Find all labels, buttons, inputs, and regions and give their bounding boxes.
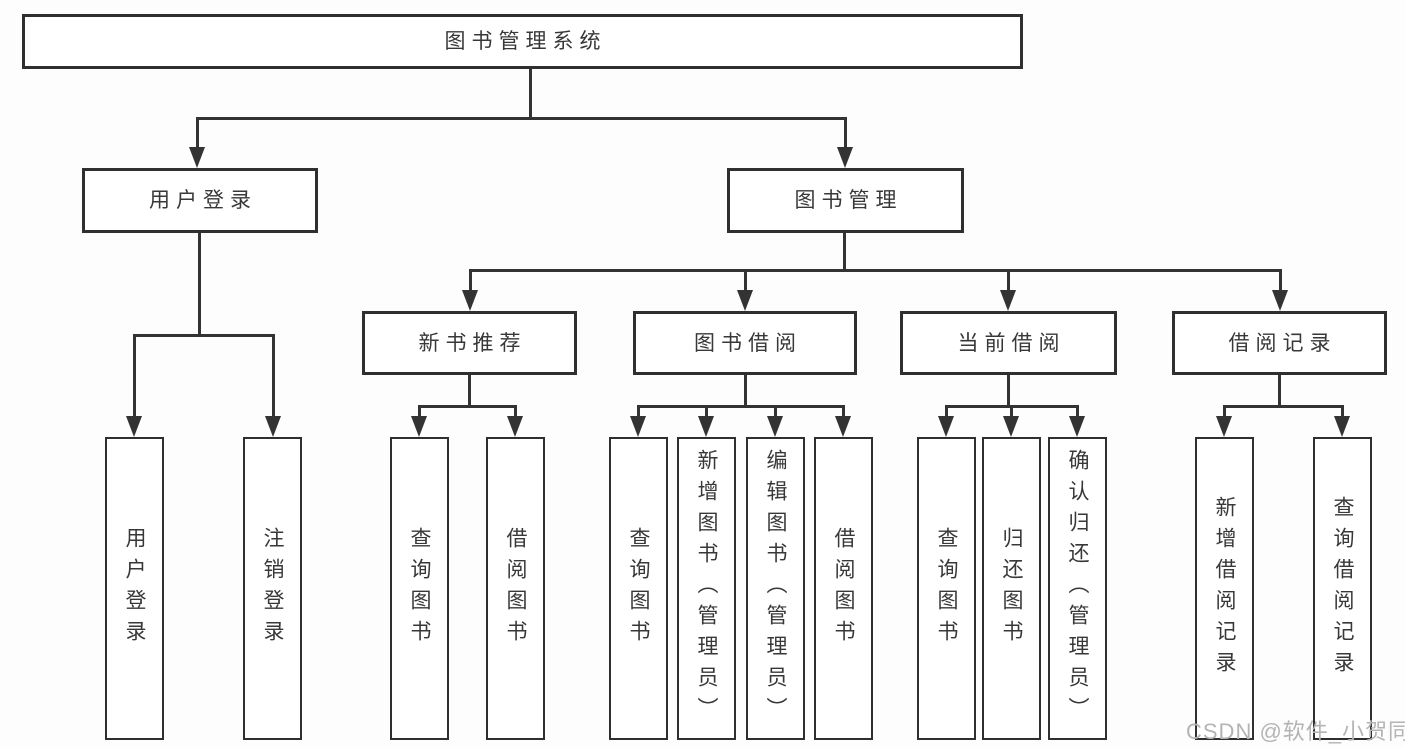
connector-book-management-stem xyxy=(843,233,846,272)
leaf-label: 借阅图书 xyxy=(504,526,527,651)
node-label: 图书管理 xyxy=(794,189,903,212)
leaf-borrow-books-recommend: 借阅图书 xyxy=(486,437,545,740)
leaf-label: 借阅图书 xyxy=(832,526,855,651)
connector-drop-user-login xyxy=(196,117,199,150)
node-label: 新书推荐 xyxy=(418,331,527,355)
connector-drop xyxy=(705,405,708,419)
arrowhead-down-icon xyxy=(462,290,478,311)
node-new-book-recommendation: 新书推荐 xyxy=(362,311,577,375)
leaf-borrow-books: 借阅图书 xyxy=(814,437,873,740)
node-user-login: 用户登录 xyxy=(82,168,318,233)
node-label: 图书管理系统 xyxy=(444,30,607,53)
leaf-label: 归还图书 xyxy=(1000,526,1023,651)
connector-drop xyxy=(945,405,948,419)
connector-drop xyxy=(637,405,640,419)
node-library-management-system: 图书管理系统 xyxy=(22,14,1023,69)
arrowhead-down-icon xyxy=(835,416,851,437)
connector-drop-book-management xyxy=(844,117,847,150)
connector-borrow-records-stem xyxy=(1278,375,1281,408)
connector-user-login-branch xyxy=(133,334,275,337)
connector-drop xyxy=(1341,405,1344,419)
connector-new-book-branch xyxy=(418,405,517,408)
connector-new-book-stem xyxy=(468,375,471,408)
connector-root-stem xyxy=(529,69,532,119)
arrowhead-down-icon xyxy=(698,416,714,437)
leaf-label: 注销登录 xyxy=(261,526,284,651)
arrowhead-down-icon xyxy=(189,147,205,168)
node-book-borrowing: 图书借阅 xyxy=(633,311,857,375)
arrowhead-down-icon xyxy=(630,416,646,437)
arrowhead-down-icon xyxy=(126,416,142,437)
connector-borrow-records-branch xyxy=(1223,405,1344,408)
connector-book-borrow-stem xyxy=(744,375,747,408)
connector-drop xyxy=(418,405,421,419)
leaf-label: 新增借阅记录 xyxy=(1213,495,1236,682)
arrowhead-down-icon xyxy=(1069,416,1085,437)
node-label: 图书借阅 xyxy=(694,331,802,355)
csdn-watermark: CSDN @软件_小贺同学 xyxy=(1186,719,1405,744)
arrowhead-down-icon xyxy=(1000,290,1016,311)
leaf-label: 查询借阅记录 xyxy=(1331,495,1354,682)
leaf-label: 查询图书 xyxy=(408,526,431,651)
connector-drop xyxy=(1010,405,1013,419)
arrowhead-down-icon xyxy=(507,416,523,437)
leaf-label: 用户登录 xyxy=(123,526,146,651)
connector-drop xyxy=(1076,405,1079,419)
leaf-label: 查询图书 xyxy=(935,526,958,651)
arrowhead-down-icon xyxy=(265,416,281,437)
arrowhead-down-icon xyxy=(1272,290,1288,311)
leaf-confirm-return-admin: 确认归还（管理员） xyxy=(1048,437,1107,740)
arrowhead-down-icon xyxy=(411,416,427,437)
leaf-query-books-recommend: 查询图书 xyxy=(390,437,449,740)
node-label: 当前借阅 xyxy=(957,331,1066,355)
connector-level2-branch xyxy=(196,117,847,120)
leaf-query-books-current: 查询图书 xyxy=(917,437,976,740)
node-label: 借阅记录 xyxy=(1228,331,1337,355)
arrowhead-down-icon xyxy=(737,290,753,311)
leaf-add-borrow-record: 新增借阅记录 xyxy=(1195,437,1254,740)
leaf-label: 查询图书 xyxy=(627,526,650,651)
arrowhead-down-icon xyxy=(837,147,853,168)
node-current-borrowing: 当前借阅 xyxy=(900,311,1117,375)
node-label: 用户登录 xyxy=(149,189,257,212)
arrowhead-down-icon xyxy=(1216,416,1232,437)
leaf-add-books-admin: 新增图书（管理员） xyxy=(677,437,736,740)
connector-current-borrow-stem xyxy=(1007,375,1010,408)
connector-user-login-stem xyxy=(198,233,201,337)
leaf-user-login: 用户登录 xyxy=(105,437,164,740)
arrowhead-down-icon xyxy=(1003,416,1019,437)
arrowhead-down-icon xyxy=(938,416,954,437)
connector-book-borrow-branch xyxy=(637,405,845,408)
connector-drop xyxy=(1223,405,1226,419)
connector-level3-branch xyxy=(469,269,1282,272)
connector-drop-logout-leaf xyxy=(272,334,275,418)
connector-drop-book-borrow xyxy=(744,269,747,293)
leaf-label: 编辑图书（管理员） xyxy=(764,449,787,728)
leaf-query-books-borrowing: 查询图书 xyxy=(609,437,668,740)
node-borrowing-records: 借阅记录 xyxy=(1172,311,1387,375)
leaf-logout: 注销登录 xyxy=(243,437,302,740)
node-book-management: 图书管理 xyxy=(727,168,964,233)
leaf-query-borrow-record: 查询借阅记录 xyxy=(1313,437,1372,740)
leaf-label: 新增图书（管理员） xyxy=(695,449,718,728)
connector-drop xyxy=(774,405,777,419)
leaf-return-books: 归还图书 xyxy=(982,437,1041,740)
leaf-label: 确认归还（管理员） xyxy=(1066,449,1089,728)
connector-drop-new-book xyxy=(469,269,472,293)
connector-drop-borrow-records xyxy=(1279,269,1282,293)
leaf-edit-books-admin: 编辑图书（管理员） xyxy=(746,437,805,740)
connector-drop xyxy=(514,405,517,419)
connector-drop-login-leaf xyxy=(133,334,136,418)
arrowhead-down-icon xyxy=(767,416,783,437)
connector-drop-current-borrow xyxy=(1007,269,1010,293)
arrowhead-down-icon xyxy=(1334,416,1350,437)
connector-drop xyxy=(842,405,845,419)
